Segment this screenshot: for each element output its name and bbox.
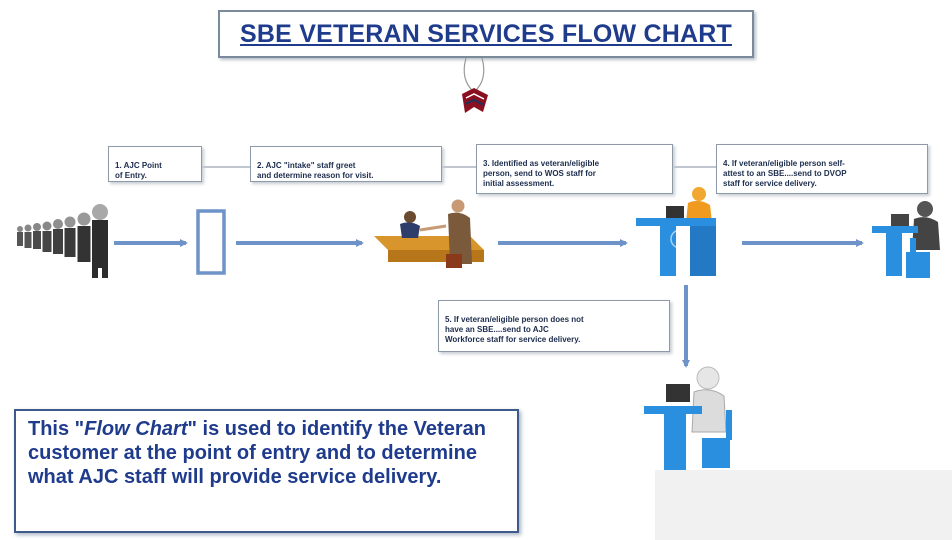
step-4-text: 4. If veteran/eligible person self- atte… (723, 159, 847, 188)
medal-icon (462, 57, 488, 113)
note-text-end: " is used to identify the Veteran custom… (28, 418, 486, 488)
step-2-text: 2. AJC "intake" staff greet and determin… (257, 161, 374, 180)
workforce-staff-desk-icon (644, 366, 732, 470)
step-1-text: 1. AJC Point of Entry. (115, 161, 162, 180)
step-3-text: 3. Identified as veteran/eligible person… (483, 159, 600, 188)
description-note: This "Flow Chart" is used to identify th… (14, 409, 519, 533)
step-5-box: 5. If veteran/eligible person does not h… (438, 300, 670, 352)
step-3-box: 3. Identified as veteran/eligible person… (476, 144, 673, 194)
page-title: SBE VETERAN SERVICES FLOW CHART (240, 19, 732, 48)
note-emphasis: Flow Chart (84, 418, 188, 440)
handshake-desk-icon (374, 199, 484, 268)
people-queue-icon (17, 204, 108, 278)
step-5-text: 5. If veteran/eligible person does not h… (445, 315, 584, 344)
entry-door-icon (196, 209, 226, 275)
title-box: SBE VETERAN SERVICES FLOW CHART (218, 10, 754, 58)
dvop-staff-desk-icon (872, 201, 940, 278)
wos-staff-desk-icon (636, 187, 716, 276)
background-panel (655, 470, 952, 540)
note-text-start: This " (28, 418, 85, 440)
step-2-box: 2. AJC "intake" staff greet and determin… (250, 146, 442, 182)
step-4-box: 4. If veteran/eligible person self- atte… (716, 144, 928, 194)
step-1-box: 1. AJC Point of Entry. (108, 146, 202, 182)
